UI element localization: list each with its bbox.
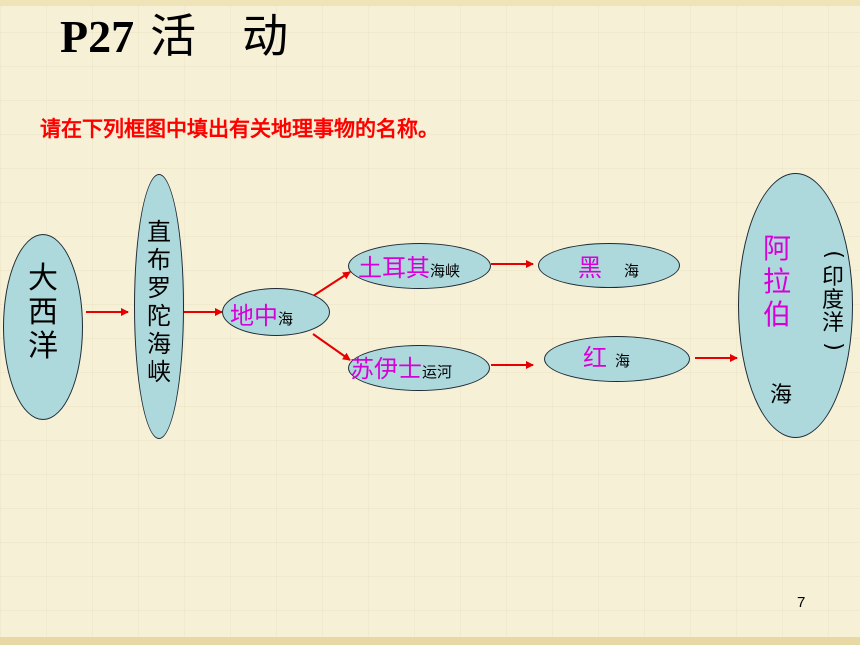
node-mediterranean xyxy=(222,288,330,336)
arrow-mediterranean-suez xyxy=(312,333,351,361)
node-mediterranean-label: 地中海 xyxy=(230,296,293,331)
gibraltar-char-6: 峡 xyxy=(147,358,171,386)
atlantic-char-2: 西 xyxy=(28,295,58,330)
black-sea-suffix: 海 xyxy=(624,262,640,280)
atlantic-char-3: 洋 xyxy=(28,329,58,364)
title-word: 活 动 xyxy=(150,9,289,63)
node-atlantic-label: 大 西 洋 xyxy=(3,262,83,364)
note-char-2: 度 xyxy=(821,288,844,313)
instruction-text: 请在下列框图中填出有关地理事物的名称。 xyxy=(40,117,439,141)
node-red-sea-label: 红海 xyxy=(583,338,630,373)
suez-name: 苏伊士 xyxy=(350,355,422,383)
node-red-sea xyxy=(544,336,690,382)
mediterranean-name: 地中 xyxy=(230,302,278,330)
red-sea-suffix: 海 xyxy=(615,352,631,370)
slide-title: P27 活 动 xyxy=(60,6,288,67)
arabian-char-3: 伯 xyxy=(762,298,791,331)
note-char-1: 印 xyxy=(821,265,844,290)
bottom-band xyxy=(0,637,860,645)
note-char-3: 洋 xyxy=(821,311,844,336)
node-arabian-sea xyxy=(738,173,853,438)
gibraltar-char-5: 海 xyxy=(147,330,171,358)
atlantic-char-1: 大 xyxy=(28,261,58,296)
node-atlantic xyxy=(3,234,83,420)
node-turkish xyxy=(348,243,491,289)
note-close-paren: ) xyxy=(820,342,846,351)
gibraltar-char-3: 罗 xyxy=(147,274,171,302)
gibraltar-char-2: 布 xyxy=(147,246,171,274)
node-turkish-label: 土耳其海峡 xyxy=(358,248,460,283)
note-open-paren: ( xyxy=(820,250,846,259)
node-gibraltar-label: 直 布 罗 陀 海 峡 xyxy=(134,218,184,386)
arabian-char-1: 阿 xyxy=(762,232,791,265)
arabian-sea-suffix: 海 xyxy=(770,383,793,408)
page-number: 7 xyxy=(797,594,806,611)
arrow-mediterranean-turkish xyxy=(312,271,351,297)
turkish-suffix: 海峡 xyxy=(430,262,461,280)
arabian-char-2: 拉 xyxy=(762,265,791,298)
node-black-sea xyxy=(538,243,680,288)
node-suez-label: 苏伊士运河 xyxy=(350,349,452,384)
top-band xyxy=(0,0,860,6)
gibraltar-char-4: 陀 xyxy=(147,302,171,330)
black-sea-name: 黑 xyxy=(578,254,602,282)
node-black-sea-label: 黑海 xyxy=(578,248,639,283)
turkish-name: 土耳其 xyxy=(358,254,430,282)
node-suez xyxy=(348,345,490,391)
gibraltar-char-1: 直 xyxy=(147,218,171,246)
node-gibraltar xyxy=(134,174,184,439)
mediterranean-suffix: 海 xyxy=(278,310,294,328)
arabian-sea-note: ( 印 度 洋 ) xyxy=(818,243,848,358)
suez-suffix: 运河 xyxy=(422,363,453,381)
title-code: P27 xyxy=(60,11,135,62)
arabian-sea-name: 阿 拉 伯 xyxy=(757,232,797,331)
red-sea-name: 红 xyxy=(583,344,607,372)
